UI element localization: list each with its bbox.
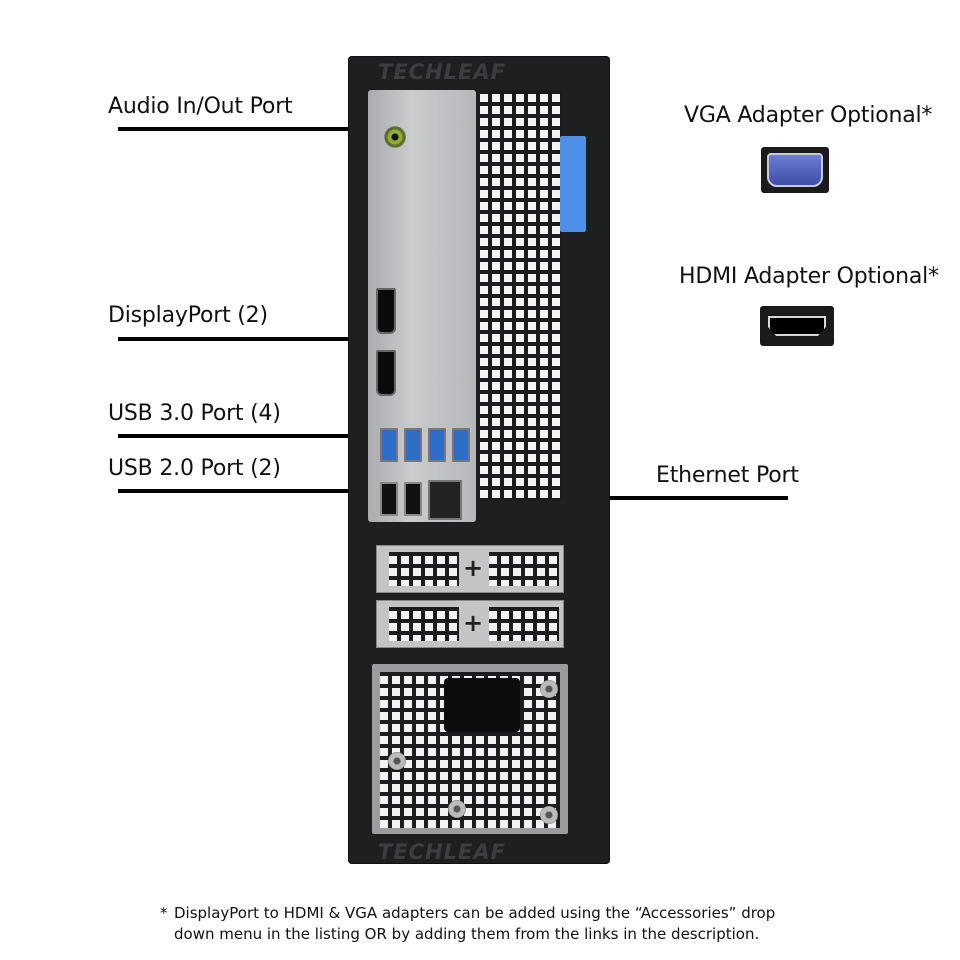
ethernet-connector: [428, 480, 462, 520]
usb2-port: [380, 482, 398, 516]
usb3-port: [404, 428, 422, 462]
usb2-port: [404, 482, 422, 516]
expansion-slot-cover-1: +: [376, 545, 564, 593]
audio-port-leader-line: [118, 127, 368, 131]
vga-adapter-label: VGA Adapter Optional*: [684, 103, 933, 128]
displayport-label: DisplayPort (2): [108, 303, 268, 328]
hdmi-adapter-image: [760, 306, 834, 346]
audio-jack-icon: [384, 126, 406, 148]
displayport-connector-2: [376, 350, 396, 396]
displayport-connector-1: [376, 288, 396, 334]
footnote-line-2: down menu in the listing OR by adding th…: [174, 925, 760, 943]
slot-vent: [489, 552, 559, 586]
brand-watermark-top: TECHLEAF: [378, 60, 506, 84]
upper-vent-grille: [480, 90, 562, 500]
vga-connector-icon: [767, 153, 823, 187]
hdmi-adapter-label: HDMI Adapter Optional*: [679, 264, 939, 289]
screw-icon: [388, 752, 406, 770]
slot-vent: [489, 607, 559, 641]
expansion-slot-cover-2: +: [376, 600, 564, 648]
usb3-port: [380, 428, 398, 462]
slot-vent: [389, 552, 459, 586]
blue-latch: [560, 136, 586, 232]
plus-icon: +: [463, 554, 484, 582]
ethernet-port-label: Ethernet Port: [656, 463, 799, 488]
slot-vent: [389, 607, 459, 641]
usb2-port-label: USB 2.0 Port (2): [108, 456, 281, 481]
usb3-port: [428, 428, 446, 462]
usb3-port-leader-line: [118, 434, 368, 438]
plus-icon: +: [463, 609, 484, 637]
ethernet-port-leader-line: [466, 496, 788, 500]
footnote-line-1: DisplayPort to HDMI & VGA adapters can b…: [174, 904, 776, 922]
screw-icon: [448, 800, 466, 818]
usb3-port: [452, 428, 470, 462]
displayport-leader-line: [118, 337, 368, 341]
power-inlet-icon: [444, 678, 520, 732]
audio-port-label: Audio In/Out Port: [108, 94, 293, 119]
vga-adapter-image: [761, 147, 829, 193]
screw-icon: [540, 680, 558, 698]
hdmi-connector-icon: [768, 316, 826, 336]
brand-watermark-bottom: TECHLEAF: [378, 840, 506, 864]
usb3-port-label: USB 3.0 Port (4): [108, 401, 281, 426]
footnote-asterisk: *: [160, 904, 168, 922]
screw-icon: [540, 806, 558, 824]
footnote: * DisplayPort to HDMI & VGA adapters can…: [160, 903, 840, 945]
usb2-port-leader-line: [118, 489, 368, 493]
